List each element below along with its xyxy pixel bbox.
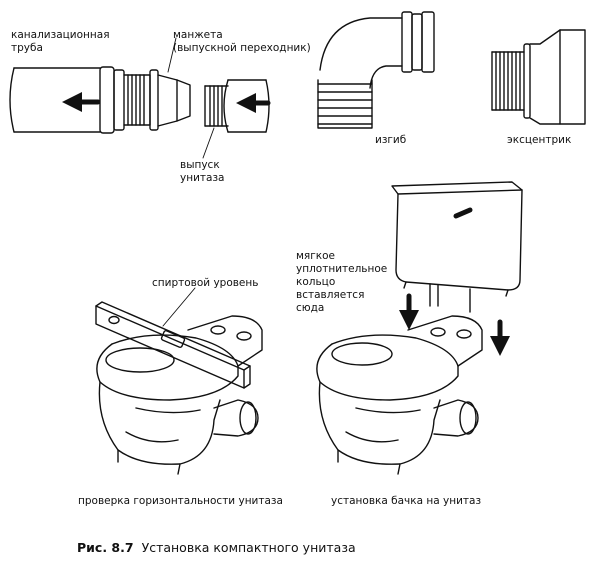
label-cuff: манжета (выпускной переходник) — [173, 29, 311, 54]
label-check-level: проверка горизонтальности унитаза — [78, 495, 283, 507]
bend-drawing — [317, 11, 435, 129]
caption-text: Установка компактного унитаза — [141, 540, 356, 555]
label-install-tank: установка бачка на унитаз — [331, 495, 482, 507]
label-bend: изгиб — [375, 134, 407, 146]
toilet-outlet-drawing — [204, 79, 270, 133]
sewer-pipe-drawing — [9, 67, 101, 133]
spirit-level-drawing — [95, 301, 251, 389]
caption-number: Рис. 8.7 — [77, 540, 134, 555]
cuff-drawing — [99, 66, 191, 134]
toilet-left-drawing — [96, 315, 263, 475]
eccentric-drawing — [491, 29, 586, 125]
toilet-right-drawing — [316, 315, 483, 475]
label-eccentric: эксцентрик — [507, 134, 572, 146]
label-spirit-level: спиртовой уровень — [152, 277, 259, 289]
figure-caption: Рис. 8.7 Установка компактного унитаза — [77, 540, 356, 555]
label-toilet-outlet: выпуск унитаза — [180, 159, 225, 184]
label-sewer-pipe: канализационная труба — [11, 29, 110, 54]
tank-drawing — [391, 181, 523, 313]
label-seal-ring: мягкое уплотнительное кольцо вставляется… — [296, 250, 388, 314]
